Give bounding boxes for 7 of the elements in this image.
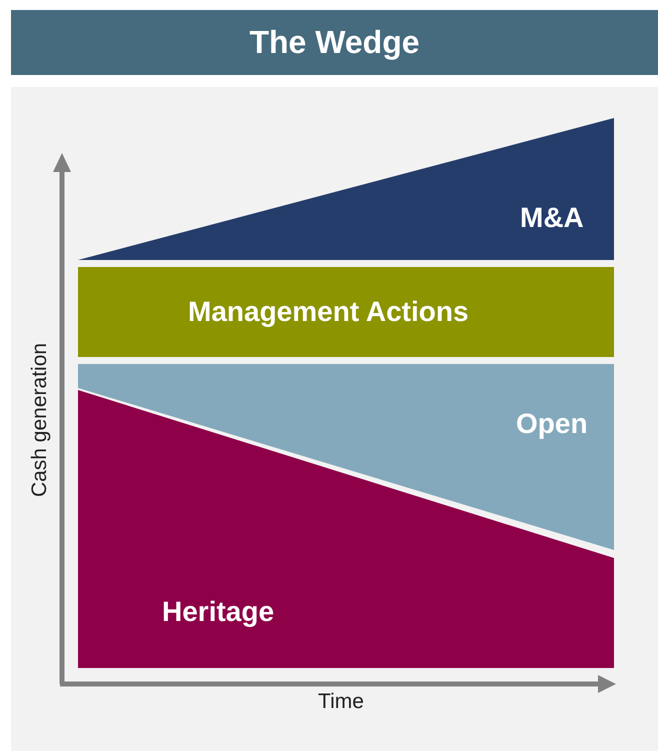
axis-title: Time — [318, 690, 364, 714]
region-label: Heritage — [162, 596, 274, 628]
region-label: Management Actions — [188, 296, 469, 328]
axis-title: Cash generation — [28, 342, 52, 498]
title: The Wedge — [249, 24, 420, 61]
region-label: Open — [516, 408, 588, 440]
region-label: M&A — [520, 202, 584, 234]
